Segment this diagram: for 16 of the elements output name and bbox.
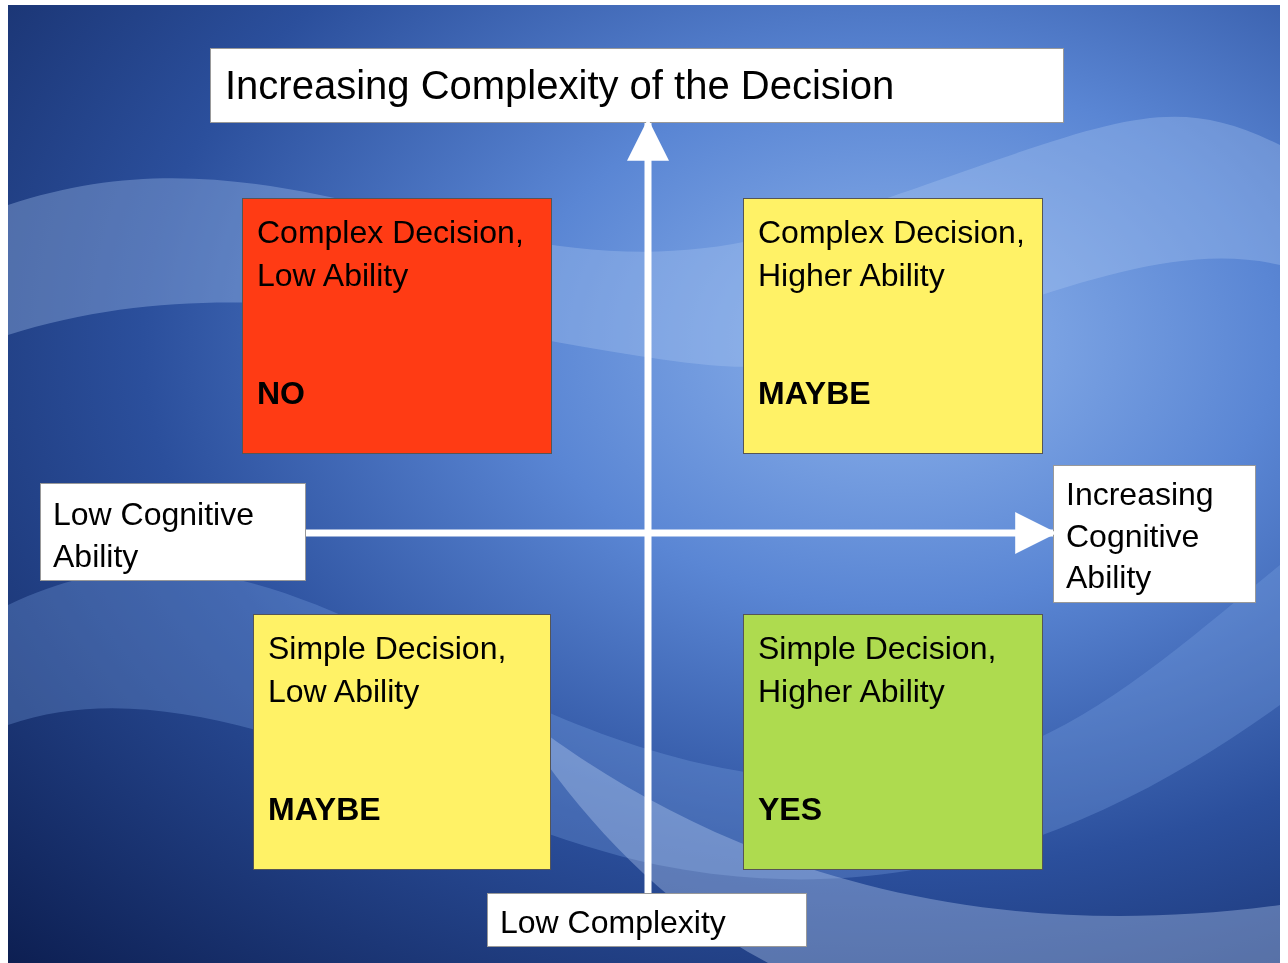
quadrant-box [743,198,1043,454]
axis-label-box: Low Cognitive Ability [40,483,306,581]
quadrant-description: Complex Decision, Higher Ability [758,213,1026,295]
axis-title-box: Increasing Complexity of the Decision [210,48,1064,123]
axis-label-box: Low Complexity [487,893,807,947]
quadrant-box [743,614,1043,870]
quadrant-description: Complex Decision, Low Ability [257,213,525,295]
quadrant-box [242,198,552,454]
verdict-text: YES [758,790,824,830]
quadrant-description: Simple Decision, Higher Ability [758,629,998,711]
axis-label-box: Increasing Cognitive Ability [1053,465,1256,603]
quadrant-description: Simple Decision, Low Ability [268,629,508,711]
verdict-text: MAYBE [268,790,382,830]
quadrant-box [253,614,551,870]
verdict-text: NO [257,374,306,414]
verdict-text: MAYBE [758,374,872,414]
